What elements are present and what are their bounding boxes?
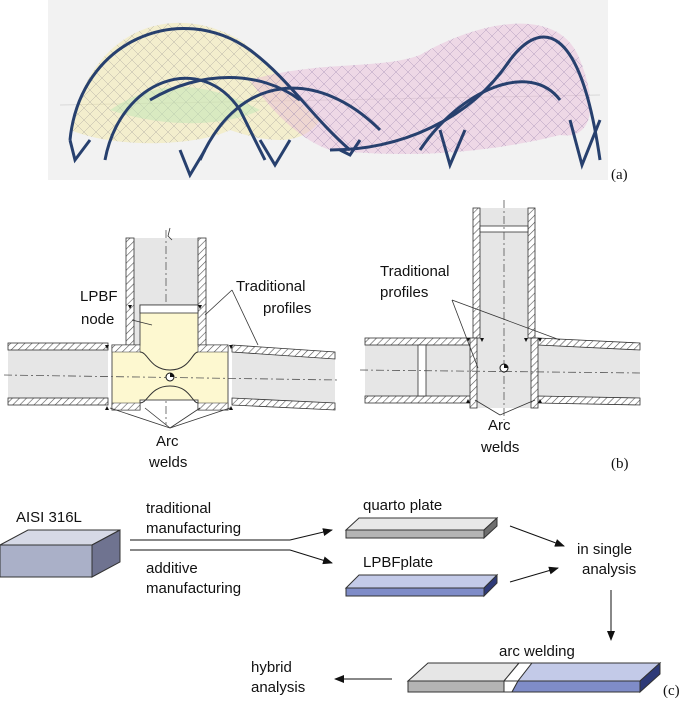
label-single-1: in single: [577, 541, 632, 558]
label-material: AISI 316L: [16, 509, 82, 526]
label-hybrid-1: hybrid: [251, 659, 292, 676]
label-arc-welds-right-1: Arc: [488, 417, 511, 434]
process-arrows: [130, 525, 615, 683]
label-traditional-profiles-left-1: Traditional: [236, 278, 305, 295]
label-traditional-profiles-right-1: Traditional: [380, 263, 449, 280]
label-single-2: analysis: [582, 561, 636, 578]
label-additive-2: manufacturing: [146, 580, 241, 597]
traditional-node-section: [359, 200, 643, 420]
label-traditional-profiles-right-2: profiles: [380, 284, 428, 301]
panel-label-b: (b): [611, 456, 629, 472]
gridshell-render: [48, 0, 608, 180]
label-arc-welds-left-1: Arc: [156, 433, 179, 450]
label-lpbf-node-1: LPBF: [80, 288, 118, 305]
label-quarto-plate: quarto plate: [363, 497, 442, 514]
label-arc-welds-right-2: welds: [480, 439, 519, 456]
label-additive-1: additive: [146, 560, 198, 577]
label-arc-welding: arc welding: [499, 643, 575, 660]
label-traditional-profiles-left-2: profiles: [263, 300, 311, 317]
quarto-plate: [344, 516, 499, 540]
label-arc-welds-left-2: welds: [148, 454, 187, 471]
welded-plate: [406, 661, 662, 694]
label-hybrid-2: analysis: [251, 679, 305, 696]
lpbf-plate: [344, 573, 499, 598]
aisi-block: [0, 529, 121, 578]
label-traditional-2: manufacturing: [146, 520, 241, 537]
label-lpbf-plate: LPBFplate: [363, 554, 433, 571]
label-lpbf-node-2: node: [81, 311, 114, 328]
label-traditional-1: traditional: [146, 500, 211, 517]
panel-label-a: (a): [611, 167, 628, 183]
hybrid-node-section: [3, 227, 339, 429]
panel-label-c: (c): [663, 683, 680, 699]
